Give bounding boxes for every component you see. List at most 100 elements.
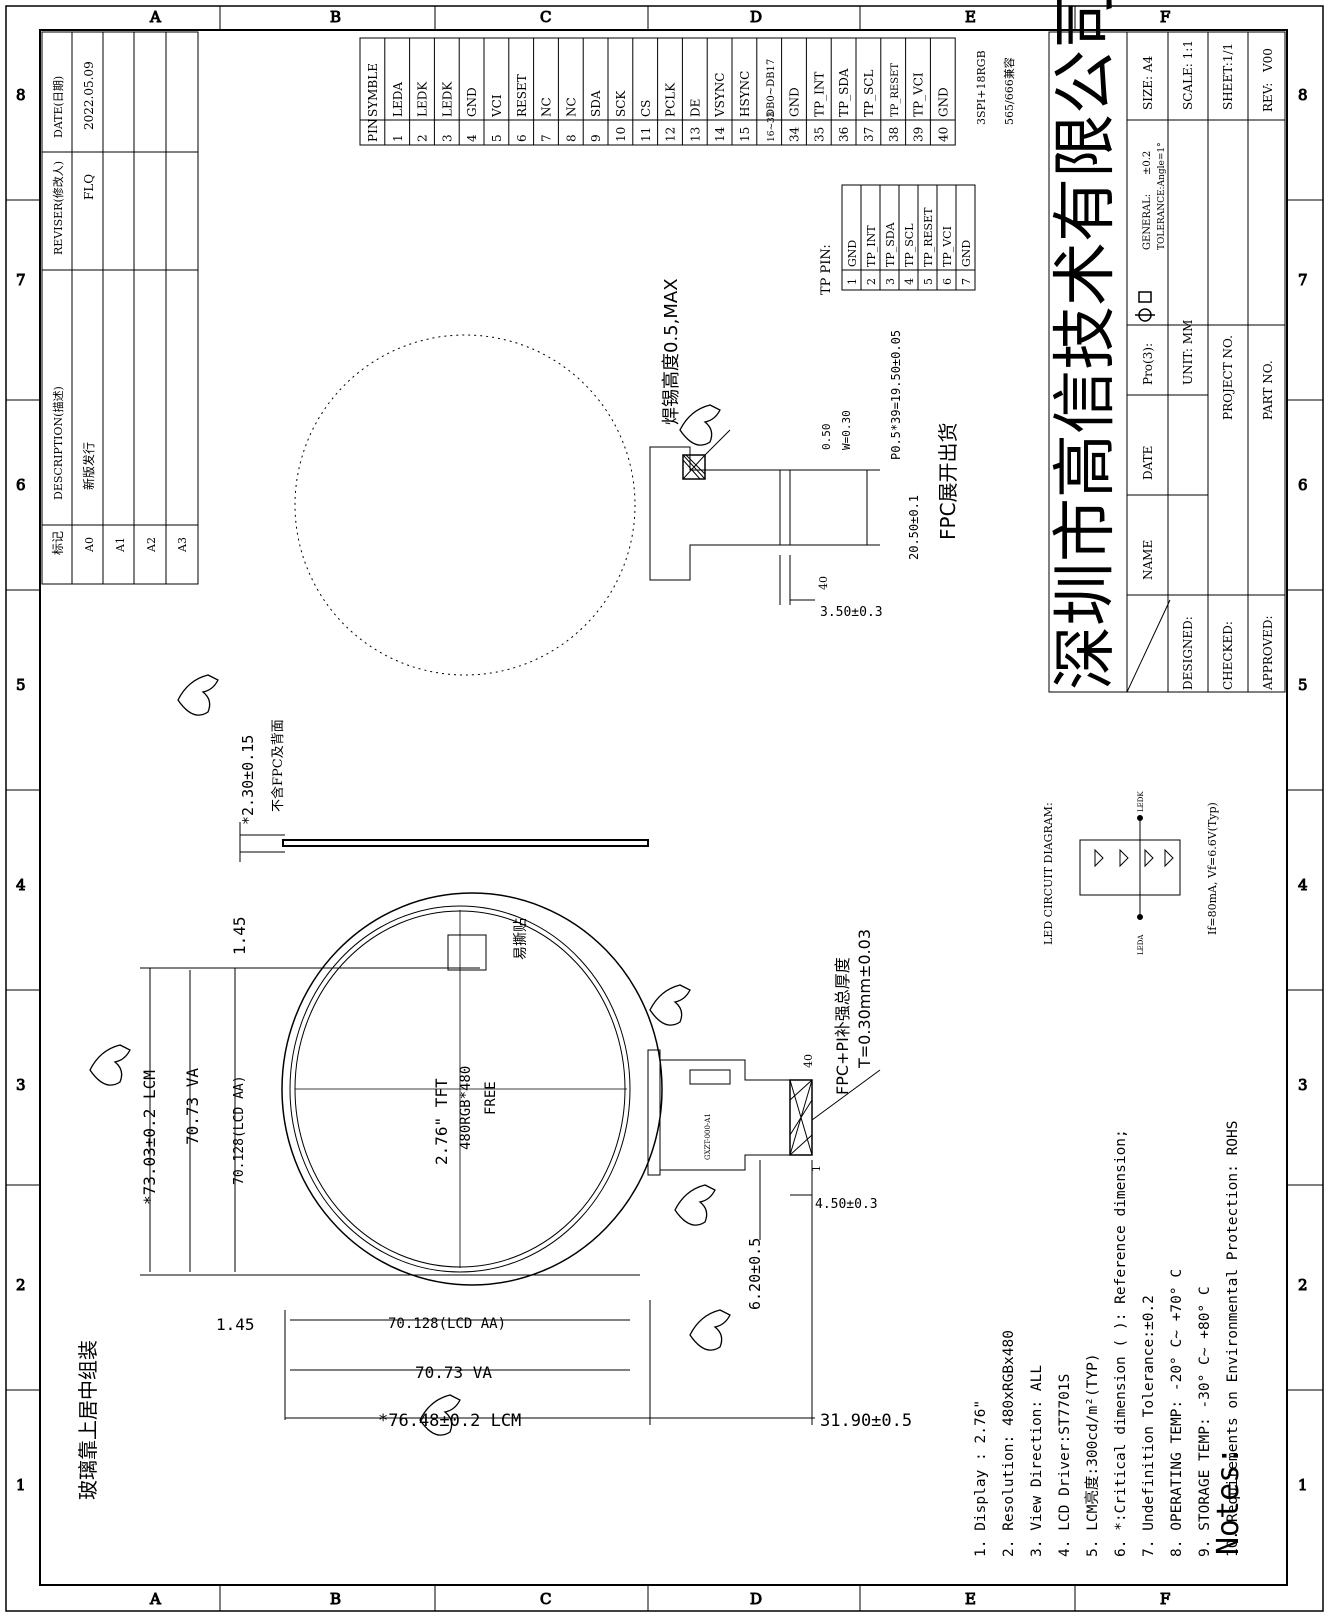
- pin-symbol: NC: [540, 97, 554, 117]
- dim-edge-left: 1.45: [216, 1315, 255, 1334]
- tp-pin-symbol: TP_RESET: [922, 207, 935, 267]
- pin-number: 11: [639, 127, 653, 142]
- tp-pin-number: 3: [884, 278, 897, 285]
- dim-fpc-tail: 3.50±0.3: [820, 605, 883, 620]
- tp-pin-number: 5: [922, 278, 935, 285]
- pin-symbol: LEDK: [416, 81, 430, 117]
- zone-number-left: 5: [16, 676, 26, 694]
- zone-letter-top: F: [1160, 8, 1170, 26]
- rev-row-mark: A2: [145, 537, 158, 553]
- dim-va-height: 70.73 VA: [183, 1068, 202, 1145]
- dim-aa-height: 70.128(LCD AA): [232, 1075, 247, 1185]
- rev-header-reviser: REVISER(修改人): [51, 161, 65, 255]
- solder-height-label: 焊锡高度0.5,MAX: [661, 278, 682, 425]
- dim-width: W=0.30: [840, 410, 853, 450]
- dim-fpc-length: 31.90±0.5: [820, 1411, 912, 1431]
- pin-number: 39: [912, 127, 926, 142]
- pin-number: 12: [664, 127, 678, 142]
- pin-symbol: TP_INT: [812, 72, 826, 117]
- tp-pin-symbol: TP_SCL: [903, 223, 916, 267]
- tp-pin-symbol: TP_VCI: [941, 226, 954, 267]
- tft-line3: FREE: [483, 1081, 499, 1115]
- pin-symbol: TP_RESET: [890, 63, 901, 117]
- tb-rev-label: REV:: [1261, 83, 1275, 112]
- zone-letter-bottom: B: [330, 1590, 341, 1608]
- fpc-pin1: 1: [810, 1165, 823, 1172]
- zone-number-left: 4: [16, 876, 26, 894]
- pin-symbol: HSYNC: [738, 71, 752, 117]
- tft-line2: 480RGB*480: [458, 1066, 474, 1150]
- dim-fpc-4-5: 4.50±0.3: [815, 1197, 878, 1212]
- tp-pin-symbol: TP_SDA: [884, 221, 897, 267]
- led-title: LED CIRCUIT DIAGRAM:: [1042, 802, 1055, 945]
- pin-number: 34: [788, 126, 802, 142]
- tp-table: 1GND2TP_INT3TP_SDA4TP_SCL5TP_RESET6TP_VC…: [841, 184, 976, 291]
- solder-pad: [682, 454, 706, 480]
- zone-number-left: 3: [16, 1076, 26, 1094]
- pin-table: PINSYMBLE1LEDA2LEDK3LEDK4GND5VCI6RESET7N…: [359, 37, 956, 146]
- dim-va-width: 70.73 VA: [415, 1363, 492, 1382]
- pin-symbol: SCK: [614, 90, 628, 117]
- pin-number: 36: [837, 127, 851, 142]
- pin-number: 3: [440, 134, 454, 142]
- tp-pin-number: 4: [903, 278, 916, 285]
- pin40-label: 40: [817, 576, 830, 590]
- zone-letter-top: B: [330, 8, 341, 26]
- zone-letter-bottom: E: [965, 1590, 976, 1608]
- zone-letter-top: A: [149, 8, 161, 26]
- company-name: 深圳市高信技术有限公司: [1049, 0, 1123, 690]
- tp-pin-symbol: GND: [846, 240, 859, 267]
- fpc-stiffener-label: FPC+PI补强总厚度: [833, 957, 852, 1095]
- note-item: 8. OPERATING TEMP: -20° C~ +70° C: [1169, 1269, 1185, 1557]
- pin-symbol: SDA: [589, 90, 603, 117]
- rev-row-mark: A1: [114, 537, 127, 553]
- pin-symbol: TP_SCL: [862, 70, 876, 117]
- pin-number: 16~33: [767, 111, 777, 142]
- pin-number: 13: [688, 127, 702, 142]
- zone-number-left: 7: [16, 271, 26, 289]
- pin-number: 10: [614, 127, 628, 142]
- pin-number: 4: [465, 134, 479, 142]
- led-spec: If=80mA, Vf=6.6V(Typ): [1206, 802, 1219, 935]
- rev-row-reviser: FLQ: [82, 174, 96, 200]
- fpc-stiffener-thickness: T=0.30mm±0.03: [855, 929, 874, 1069]
- zone-letter-bottom: F: [1160, 1590, 1170, 1608]
- zone-number-right: 2: [1298, 1276, 1308, 1294]
- pin-symbol: VCI: [490, 94, 504, 118]
- tb-date: DATE: [1141, 446, 1155, 480]
- note-item: 4. LCD Driver:ST7701S: [1057, 1374, 1073, 1557]
- pin-header-pin: PIN: [366, 119, 380, 142]
- rev-header-date: DATE(日期): [52, 76, 65, 138]
- pin-symbol: PCLK: [664, 82, 678, 117]
- tb-unit: UNIT: MM: [1181, 320, 1195, 385]
- zone-letter-top: E: [965, 8, 976, 26]
- note-item: 9. STORAGE TEMP: -30° C~ +80° C: [1197, 1286, 1213, 1557]
- zone-number-left: 6: [16, 476, 26, 494]
- zone-number-right: 8: [1298, 86, 1308, 104]
- zone-letter-top: C: [540, 8, 551, 26]
- tp-table-title: TP PIN:: [819, 244, 834, 295]
- fpc-stiffener: [789, 1079, 813, 1156]
- pin-number: 37: [862, 127, 876, 142]
- dim-aa-width: 70.128(LCD AA): [388, 1316, 506, 1332]
- pin-number: 15: [738, 127, 752, 142]
- tb-size: SIZE: A4: [1141, 55, 1155, 110]
- zone-letter-bottom: A: [149, 1590, 161, 1608]
- notes-title: Notes:: [1211, 1447, 1246, 1555]
- zone-letter-bottom: C: [540, 1590, 551, 1608]
- inner-frame: [39, 29, 1288, 1586]
- tp-pin-number: 7: [960, 278, 973, 285]
- tp-pin-number: 1: [846, 278, 859, 285]
- pin-symbol: TP_SDA: [837, 68, 851, 117]
- tb-general: GENERAL:: [1142, 194, 1153, 250]
- pin-symbol: VSYNC: [713, 73, 727, 119]
- projection-icon: [1135, 291, 1155, 322]
- fpc-pin40: 40: [802, 1054, 815, 1068]
- tb-sheet: SHEET:1/1: [1221, 43, 1235, 110]
- pin-number: 9: [589, 134, 603, 142]
- tb-checked: CHECKED:: [1221, 621, 1235, 690]
- zone-number-right: 3: [1298, 1076, 1308, 1094]
- tb-designed: DESIGNED:: [1181, 616, 1195, 690]
- fpc-unfold-label: FPC展开出货: [936, 422, 960, 540]
- pin-number: 1: [391, 134, 405, 142]
